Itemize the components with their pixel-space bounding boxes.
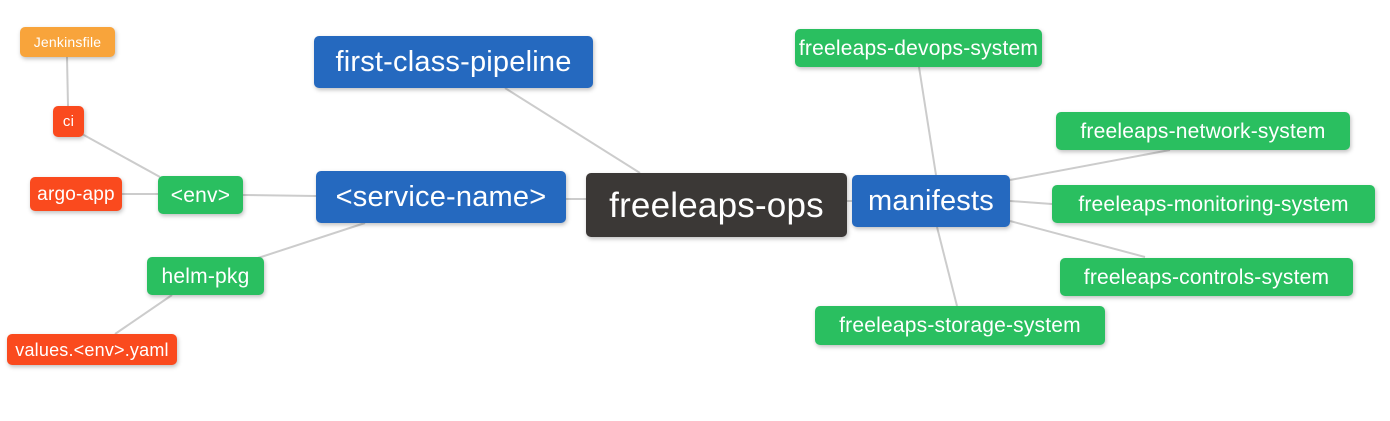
edge-first-class-pipeline-ops [504,87,641,174]
node-freeleaps-monitoring-system[interactable]: freeleaps-monitoring-system [1052,185,1375,223]
edges [66,56,1171,335]
node-jenkinsfile[interactable]: Jenkinsfile [20,27,115,57]
node-freeleaps-controls-system[interactable]: freeleaps-controls-system [1060,258,1353,296]
node-argo-app[interactable]: argo-app [30,177,122,211]
node-manifests[interactable]: manifests [852,175,1010,227]
node-helm-pkg[interactable]: helm-pkg [147,257,264,295]
edge-helm-pkg-service-name [257,222,366,259]
edge-env-service-name [242,194,317,197]
node-env[interactable]: <env> [158,176,243,214]
node-ci[interactable]: ci [53,106,84,137]
edge-ci-env [81,133,161,178]
edge-manifests-controls-system [1009,220,1146,258]
edge-manifests-storage-system [936,226,958,307]
node-freeleaps-devops-system[interactable]: freeleaps-devops-system [795,29,1042,67]
edge-manifests-network-system [1009,149,1171,181]
node-first-class-pipeline[interactable]: first-class-pipeline [314,36,593,88]
node-freeleaps-ops[interactable]: freeleaps-ops [586,173,847,237]
edge-values-env-yaml-helm-pkg [114,294,173,335]
edge-manifests-devops-system [918,66,937,176]
edge-jenkinsfile-ci [66,56,69,107]
node-freeleaps-network-system[interactable]: freeleaps-network-system [1056,112,1350,150]
edge-manifests-monitoring-system [1009,200,1053,205]
node-freeleaps-storage-system[interactable]: freeleaps-storage-system [815,306,1105,345]
node-values-env-yaml[interactable]: values.<env>.yaml [7,334,177,365]
node-service-name[interactable]: <service-name> [316,171,566,223]
